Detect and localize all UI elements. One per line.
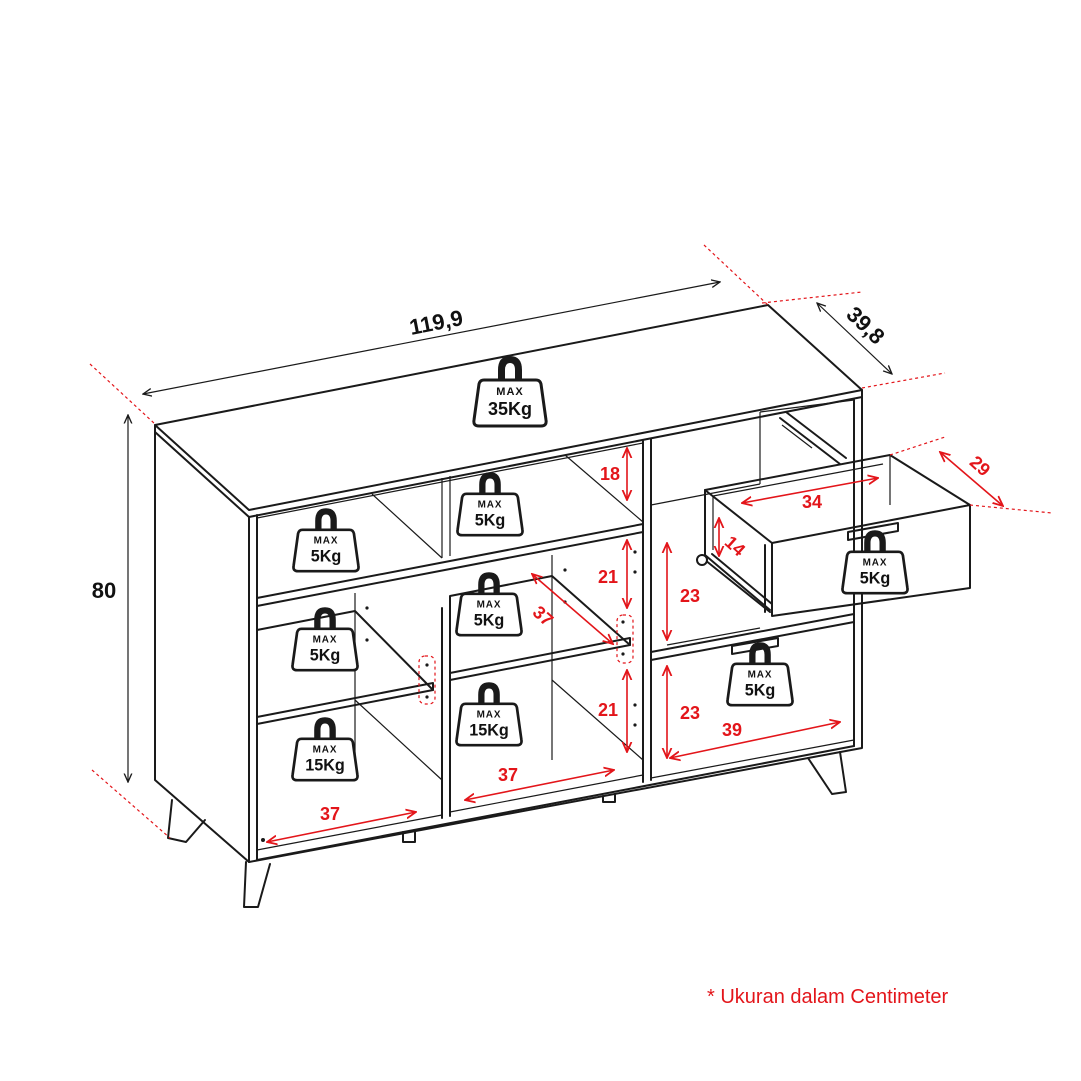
middle-bottom-width-label: 37 xyxy=(498,765,518,785)
middle-lower-height-label: 21 xyxy=(598,700,618,720)
weight-value-label: 5Kg xyxy=(311,547,342,565)
right-upper-height-label: 23 xyxy=(680,586,700,606)
weight-max-label: MAX xyxy=(496,386,523,398)
weight-value-label: 5Kg xyxy=(745,681,776,699)
red-dimensions xyxy=(267,448,1003,842)
shelf-depth-label: 37 xyxy=(529,602,557,630)
weight-value-label: 35Kg xyxy=(488,399,532,419)
weight-max-label: MAX xyxy=(478,499,503,510)
width-label: 119,9 xyxy=(407,305,465,340)
right-lower-width-label: 39 xyxy=(722,720,742,740)
middle-upper-height-label: 21 xyxy=(598,567,618,587)
drawer-height-label: 14 xyxy=(721,532,749,560)
weight-value-label: 5Kg xyxy=(860,569,891,587)
drawer-depth-label: 29 xyxy=(966,452,994,480)
weight-max-label: MAX xyxy=(748,669,773,680)
weight-value-label: 5Kg xyxy=(310,646,341,664)
top-gap-label: 18 xyxy=(600,464,620,484)
weight-icons: MAX35KgMAX5KgMAX5KgMAX15KgMAX5KgMAX5KgMA… xyxy=(291,356,909,782)
depth-label: 39,8 xyxy=(842,301,890,349)
weight-value-label: 5Kg xyxy=(474,611,505,629)
weight-value-label: 15Kg xyxy=(305,756,345,774)
unit-footnote: * Ukuran dalam Centimeter xyxy=(707,986,949,1008)
weight-max-label: MAX xyxy=(314,535,339,546)
weight-max-label: MAX xyxy=(313,744,338,755)
drawer-width-label: 34 xyxy=(802,492,822,512)
black-dimensions xyxy=(89,244,1053,839)
right-lower-height-label: 23 xyxy=(680,703,700,723)
weight-max-label: MAX xyxy=(863,557,888,568)
weight-value-label: 5Kg xyxy=(475,511,506,529)
weight-value-label: 15Kg xyxy=(469,721,509,739)
left-bottom-width-label: 37 xyxy=(320,804,340,824)
weight-max-label: MAX xyxy=(477,709,502,720)
height-label: 80 xyxy=(92,578,116,603)
weight-max-label: MAX xyxy=(477,599,502,610)
weight-max-label: MAX xyxy=(313,634,338,645)
